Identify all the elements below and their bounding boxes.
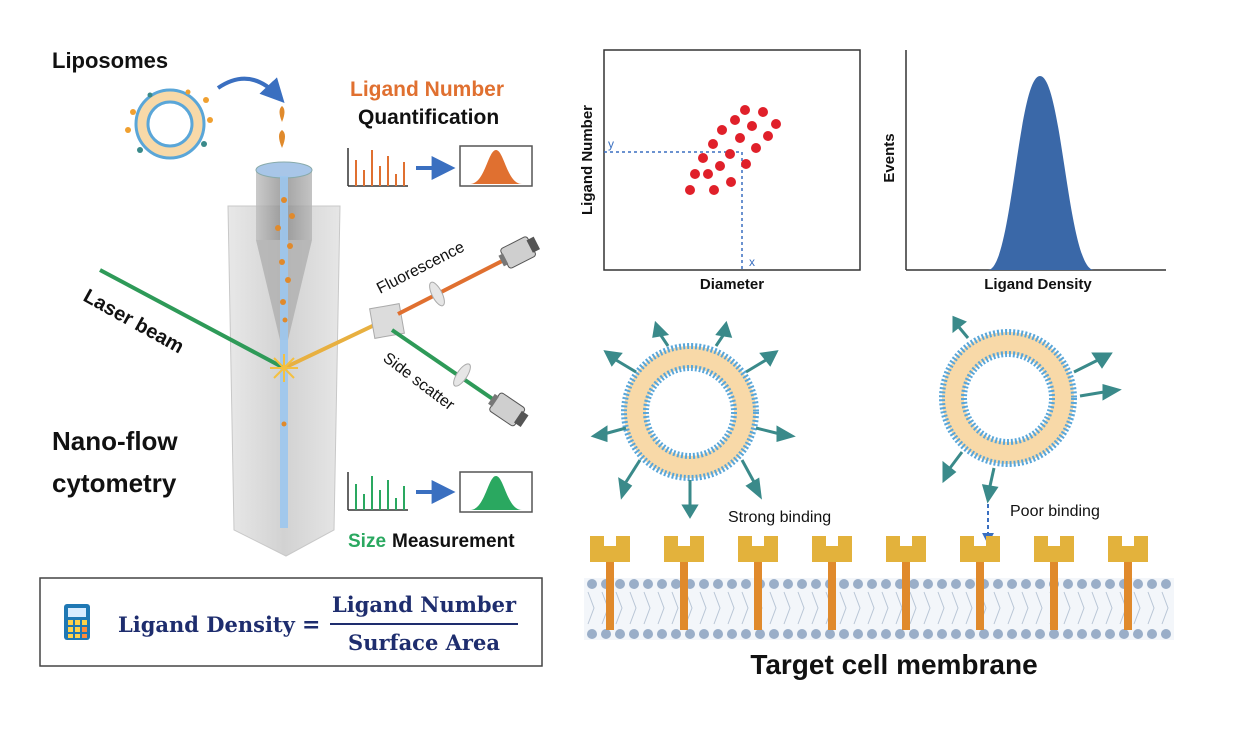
x-marker-label: x	[749, 255, 755, 269]
receptor-icon	[1034, 536, 1074, 630]
receptor-icon	[590, 536, 630, 630]
scatter-point	[709, 185, 719, 195]
laser-beam-line	[99, 268, 285, 370]
fluorescence-beam-line	[397, 254, 513, 316]
density-histogram: Events Ligand Density	[881, 50, 1166, 293]
detector-icon	[488, 392, 529, 427]
lens-icon	[453, 363, 471, 387]
scatter-points	[685, 105, 781, 195]
laser-beam-label: Laser beam	[80, 285, 188, 358]
drop-icon	[279, 106, 285, 122]
scatter-point	[715, 161, 725, 171]
side-scatter-label: Side scatter	[380, 350, 458, 415]
nano-flow-label: Nano-flow	[52, 426, 178, 456]
scatter-point	[725, 149, 735, 159]
receptor-icon	[664, 536, 704, 630]
cytometry-label: cytometry	[52, 468, 177, 498]
poor-binding-label: Poor binding	[1010, 503, 1100, 520]
side-scatter-beam-line	[390, 328, 502, 406]
scatter-point	[758, 107, 768, 117]
liposomes-label: Liposomes	[52, 48, 168, 73]
left-panel: Liposomes	[39, 48, 543, 667]
scatter-plot-frame	[603, 49, 861, 271]
scatter-point	[703, 169, 713, 179]
y-marker-label: y	[608, 137, 614, 151]
scatter-point	[751, 143, 761, 153]
histogram-x-axis-label: Ligand Density	[984, 276, 1092, 293]
receptor-icon	[1108, 536, 1148, 630]
size-word: Size	[348, 531, 386, 552]
orange-distribution-icon	[459, 145, 533, 187]
lipid-tails	[587, 591, 1169, 625]
scatter-point	[685, 185, 695, 195]
scatter-point	[741, 159, 751, 169]
drop-icon	[279, 130, 285, 148]
strong-binding-label: Strong binding	[728, 509, 831, 526]
scatter-point	[708, 139, 718, 149]
scatter-point	[747, 121, 757, 131]
liposome-icon	[125, 88, 213, 160]
scatter-point	[698, 153, 708, 163]
curved-arrow-icon	[216, 76, 285, 104]
detector-icon	[498, 236, 540, 269]
scatter-point	[726, 177, 736, 187]
formula-denominator: Surface Area	[348, 630, 500, 655]
quantification-label: Quantification	[358, 106, 499, 129]
scatter-light-line	[283, 318, 386, 370]
receptor-icon	[960, 536, 1000, 630]
scatter-point	[717, 125, 727, 135]
scatter-point	[690, 169, 700, 179]
receptors	[590, 536, 1148, 630]
strong-liposome	[590, 320, 796, 519]
receptor-icon	[886, 536, 926, 630]
scatter-point	[763, 131, 773, 141]
ligand-arrow-icon	[942, 315, 1122, 504]
poor-liposome	[939, 315, 1122, 504]
fluorescence-label: Fluorescence	[374, 239, 467, 298]
scatter-point	[730, 115, 740, 125]
calculator-icon	[64, 604, 90, 640]
membrane-label: Target cell membrane	[750, 649, 1037, 680]
formula-lhs: Ligand Density	[118, 612, 296, 637]
scatter-point	[771, 119, 781, 129]
formula-box: Ligand Density = Ligand Number Surface A…	[39, 577, 543, 667]
scatter-point	[740, 105, 750, 115]
formula-equals: =	[302, 612, 320, 638]
scatter-plot: Ligand Number Diameter y x	[579, 49, 861, 293]
receptor-icon	[738, 536, 778, 630]
fluorescence-pulses-icon	[347, 148, 408, 187]
lens-icon	[429, 281, 445, 307]
scatter-point	[735, 133, 745, 143]
cell-membrane	[584, 578, 1174, 640]
ligand-arrow-icon	[590, 320, 796, 519]
measurement-word: Measurement	[392, 531, 515, 552]
histogram-y-axis-label: Events	[881, 133, 898, 182]
green-distribution-icon	[459, 471, 533, 513]
ligand-number-label: Ligand Number	[350, 78, 504, 101]
laser-spark-icon	[270, 354, 298, 382]
density-curve	[988, 76, 1094, 270]
scatter-pulses-icon	[347, 472, 408, 511]
beam-splitter-icon	[369, 303, 405, 339]
formula-numerator: Ligand Number	[332, 592, 517, 617]
receptor-icon	[812, 536, 852, 630]
size-measurement-label: Size Measurement	[348, 531, 515, 552]
scatter-y-axis-label: Ligand Number	[579, 105, 596, 215]
scatter-x-axis-label: Diameter	[700, 276, 764, 293]
